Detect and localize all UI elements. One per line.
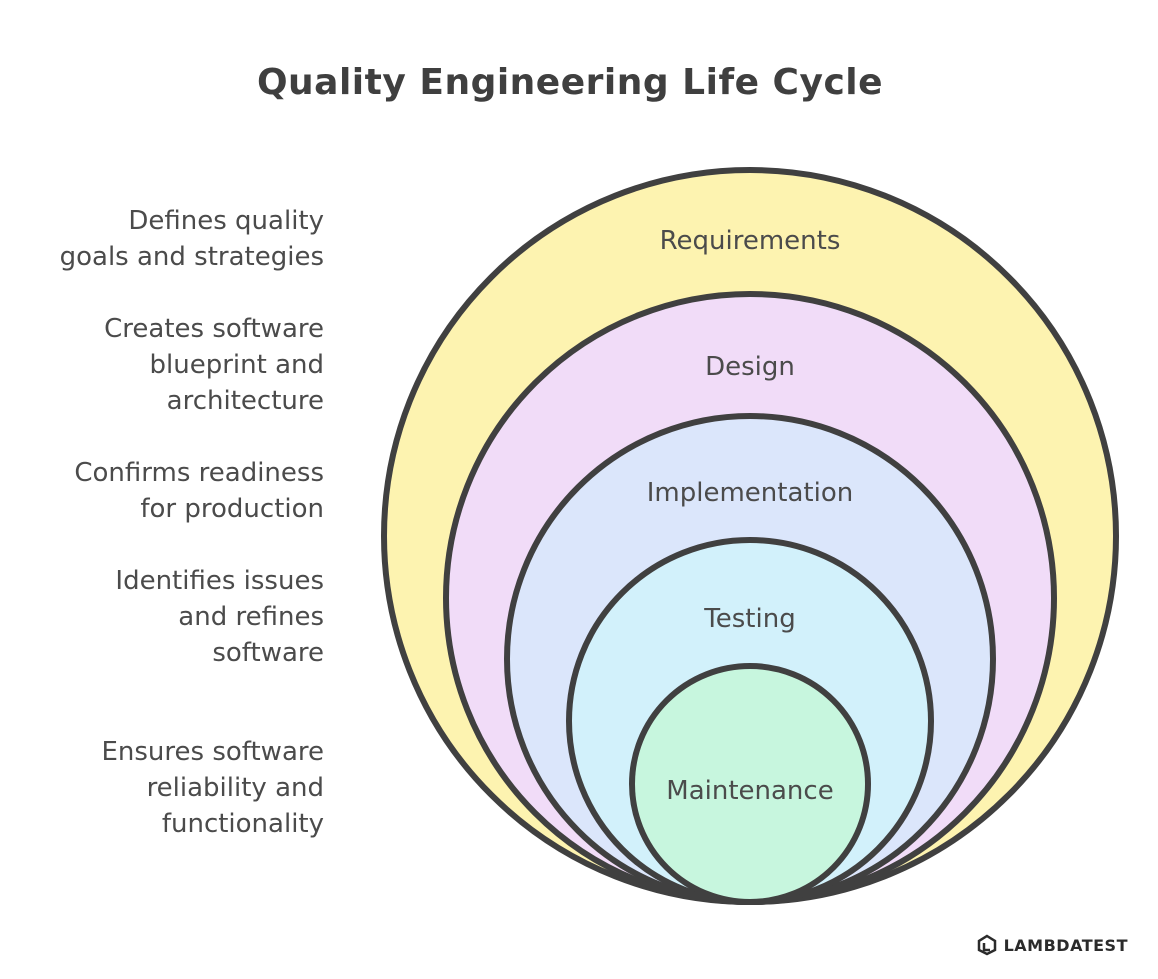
description-testing: Identifies issues and refines software	[4, 563, 324, 671]
diagram-title: Quality Engineering Life Cycle	[256, 62, 884, 103]
description-line: for production	[140, 494, 324, 524]
description-line: goals and strategies	[59, 242, 324, 272]
label-implementation: Implementation	[647, 478, 853, 508]
logo-text: LAMBDATEST	[1003, 935, 1128, 955]
description-line: blueprint and	[149, 350, 324, 380]
label-design: Design	[705, 352, 795, 382]
description-line: software	[212, 638, 324, 668]
label-testing: Testing	[703, 604, 795, 634]
description-line: functionality	[161, 809, 324, 839]
lambdatest-logo-icon	[977, 934, 996, 956]
lambdatest-logo: LAMBDATEST	[976, 934, 1128, 956]
description-line: reliability and	[146, 773, 324, 803]
description-design: Creates software blueprint and architect…	[4, 311, 324, 419]
description-maintenance: Ensures software reliability and functio…	[4, 734, 324, 842]
description-implementation: Confirms readiness for production	[4, 455, 324, 527]
label-maintenance: Maintenance	[666, 776, 833, 806]
description-line: Defines quality	[128, 206, 324, 236]
description-line: and refines	[178, 602, 324, 632]
description-requirements: Defines quality goals and strategies	[4, 203, 324, 275]
description-line: Creates software	[104, 314, 324, 344]
label-requirements: Requirements	[660, 226, 841, 256]
description-line: Confirms readiness	[74, 458, 324, 488]
description-line: Identifies issues	[115, 566, 324, 596]
description-line: architecture	[166, 386, 324, 416]
description-line: Ensures software	[101, 737, 324, 767]
ring-maintenance	[629, 663, 871, 905]
